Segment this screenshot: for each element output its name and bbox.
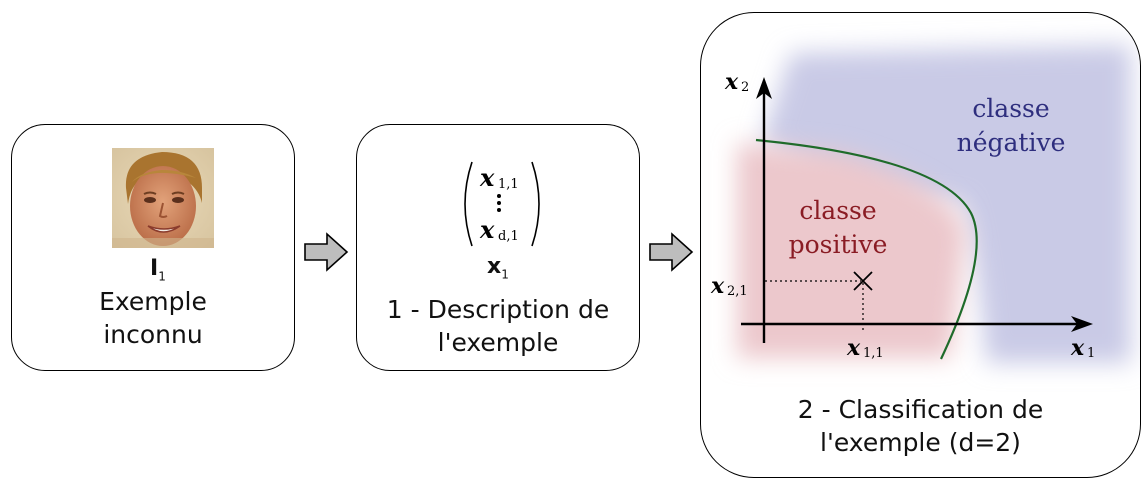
x-axis-arrowhead: [1071, 316, 1093, 332]
vector-bottom-subscript: d,1: [498, 229, 519, 244]
point-y-subscript: 2,1: [727, 284, 748, 299]
y-axis-arrowhead: [756, 77, 772, 99]
image-symbol-letter: I: [150, 256, 159, 281]
classification-caption: 2 - Classification de l'exemple (d=2): [701, 393, 1140, 459]
description-caption: 1 - Description de l'exemple: [357, 293, 639, 359]
feature-vector-symbol-letter: x: [487, 254, 502, 279]
x-axis-subscript: 1: [1087, 346, 1095, 361]
caption-line: Exemple: [99, 287, 207, 316]
point-x-label: x: [846, 335, 861, 361]
caption-line: l'exemple (d=2): [820, 428, 1021, 457]
positive-class-label-line1: classe: [799, 196, 876, 225]
negative-class-label-line1: classe: [972, 94, 1049, 123]
decision-boundary-line: [755, 138, 978, 360]
image-symbol: I1: [150, 256, 166, 283]
right-arrow-icon: [304, 232, 349, 272]
y-axis-label: x: [724, 69, 739, 95]
right-arrow-icon: [649, 232, 694, 272]
vector-bottom-label: x: [479, 215, 495, 244]
caption-line: 1 - Description de: [386, 295, 610, 324]
negative-class-region: [761, 45, 1131, 363]
image-symbol-subscript: 1: [158, 269, 166, 284]
face-thumbnail-image: [112, 148, 214, 248]
vector-top-subscript: 1,1: [498, 177, 519, 192]
feature-vector-symbol: x1: [487, 254, 509, 281]
y-axis-subscript: 2: [741, 80, 749, 95]
feature-space-plot: x 2 x 1 x 2,1 x 1,1 classe négative clas…: [710, 45, 1131, 363]
caption-line: inconnu: [103, 320, 203, 349]
caption-line: 2 - Classification de: [797, 395, 1044, 424]
point-y-label: x: [710, 273, 725, 299]
classification-panel: x 2 x 1 x 2,1 x 1,1 classe négative clas…: [700, 12, 1141, 478]
positive-class-region: [737, 143, 966, 358]
caption-line: l'exemple: [437, 328, 559, 357]
positive-class-label-line2: positive: [789, 230, 888, 259]
x-axis-label: x: [1070, 335, 1085, 361]
description-panel: 1 - Description de l'exemple: [356, 124, 640, 371]
vector-top-label: x: [479, 163, 495, 192]
negative-class-label-line2: négative: [957, 128, 1066, 157]
point-x-subscript: 1,1: [863, 346, 884, 361]
feature-vector: x 1,1 x d,1: [464, 161, 540, 247]
feature-vector-symbol-subscript: 1: [501, 267, 509, 282]
input-example-caption: Exemple inconnu: [12, 285, 294, 351]
